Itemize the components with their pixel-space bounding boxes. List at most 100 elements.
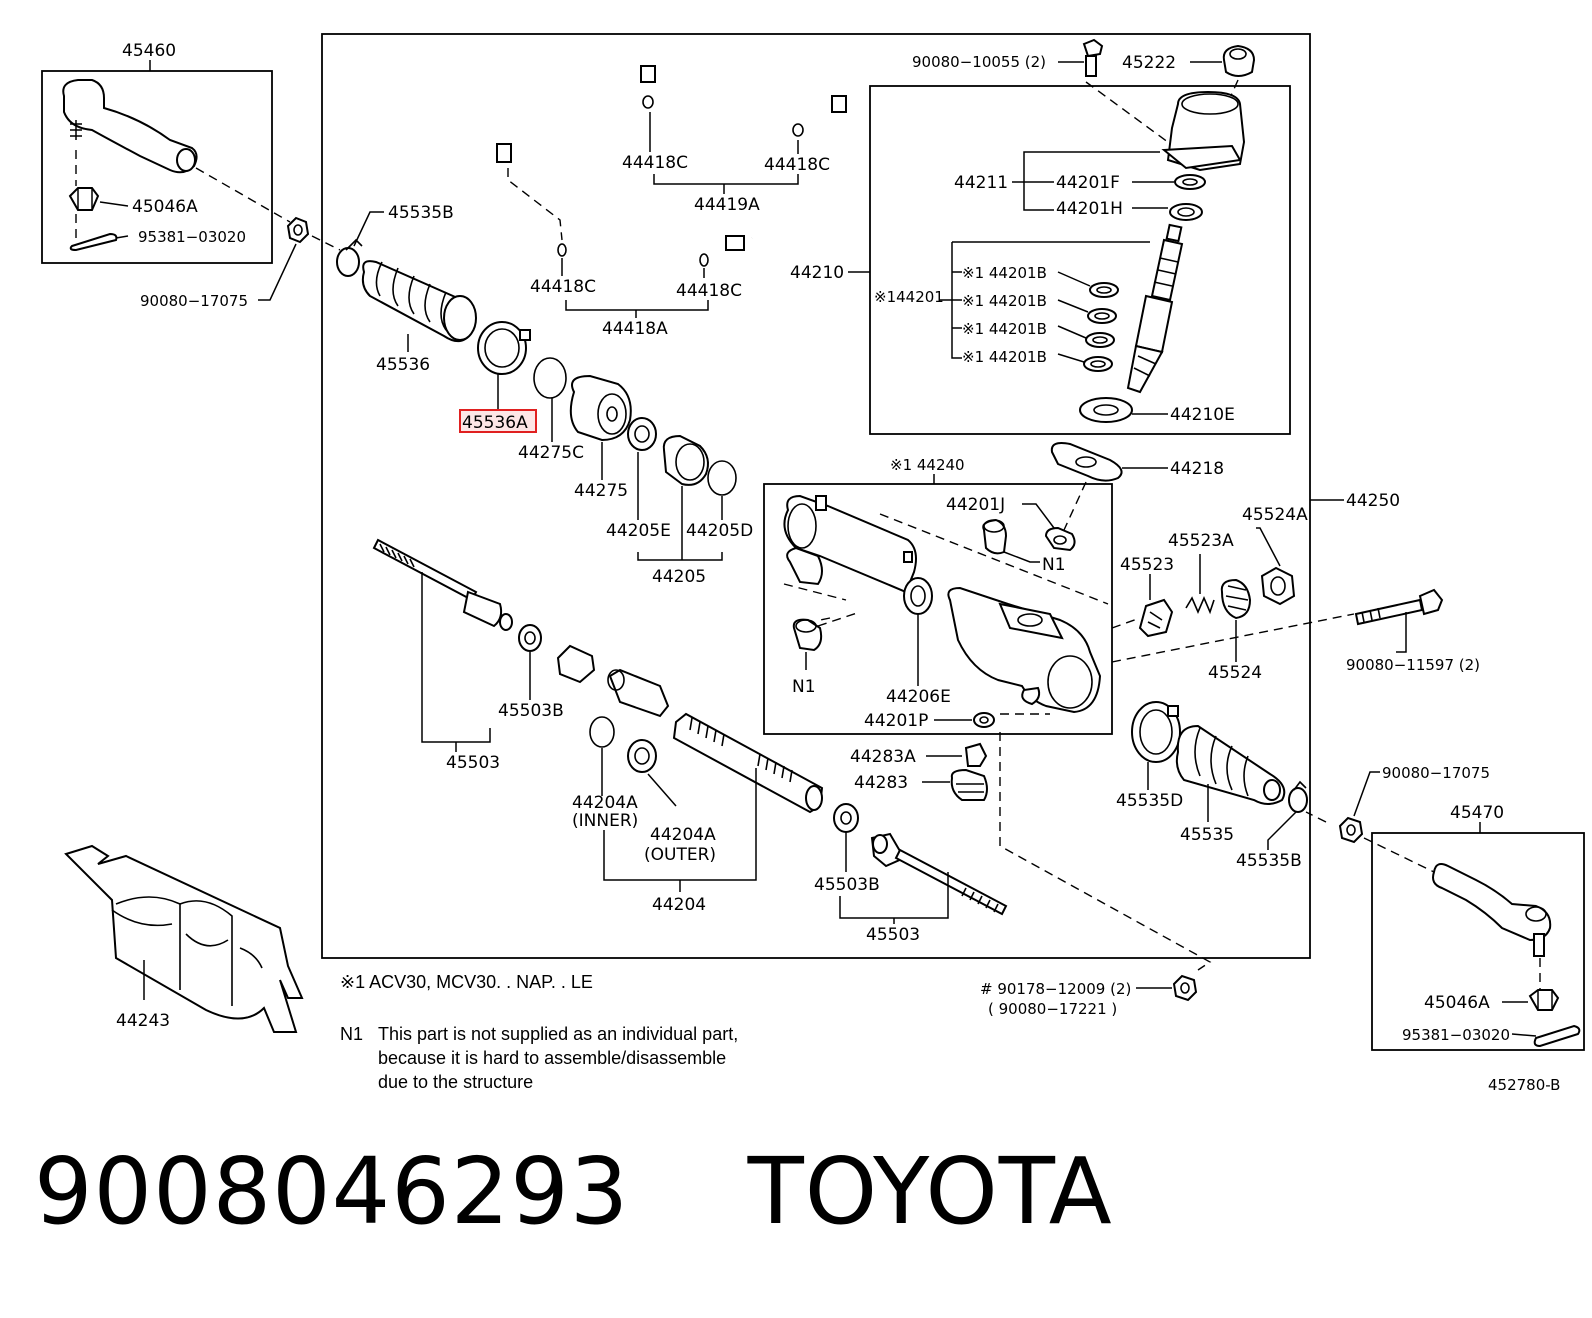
label-44283: 44283 — [854, 773, 908, 793]
adjust-plug-44283 — [950, 768, 988, 801]
bushing-44205 — [662, 434, 709, 486]
seal-44206E — [903, 577, 933, 615]
label-44204A-outer: 44204A — [650, 825, 716, 845]
rack-housing-box — [763, 483, 1113, 735]
bolt-90080-10055 — [1082, 38, 1104, 77]
cover-45222 — [1222, 44, 1256, 77]
label-45535D: 45535D — [1116, 791, 1183, 811]
label-44201B-4: ※1 44201B — [962, 348, 1047, 366]
o-ring-44205D — [707, 460, 737, 496]
right-cotter-pin — [1533, 1024, 1581, 1048]
rack-guide-44283A — [964, 742, 988, 767]
rack-housing-tube — [783, 494, 917, 594]
label-44205D: 44205D — [686, 521, 753, 541]
tie-rod-45503-left — [372, 538, 513, 631]
part-caption: 9008046293 TOYOTA — [34, 1138, 1113, 1245]
note-n1-key: N1 — [340, 1024, 363, 1044]
label-45536A: 45536A — [462, 413, 528, 433]
right-nut-90080-17075 — [1338, 816, 1364, 844]
label-44275: 44275 — [574, 481, 628, 501]
highlight-45536A — [459, 409, 537, 433]
heat-shield-44243 — [64, 844, 304, 1033]
label-45523: 45523 — [1120, 555, 1174, 575]
left-castle-nut — [68, 187, 100, 211]
label-45503B-2: 45503B — [814, 875, 880, 895]
label-44418C-4: 44418C — [676, 281, 742, 301]
plug-N1-upper — [982, 518, 1008, 555]
claw-washer-45503B-right — [833, 803, 859, 833]
locknut-45524A — [1260, 566, 1296, 606]
label-45503-1: 45503 — [446, 753, 500, 773]
rack-end-stopper — [556, 644, 596, 684]
note-mark1: ※1 ACV30, MCV30. . NAP. . LE — [340, 972, 593, 992]
label-44204A-outer-note: (OUTER) — [644, 845, 716, 865]
label-45503-2: 45503 — [866, 925, 920, 945]
label-90080-17221: ( 90080−17221 ) — [988, 1000, 1117, 1018]
label-90080-17075-right: 90080−17075 — [1382, 764, 1490, 782]
label-N1-lower: N1 — [792, 677, 816, 697]
left-nut-90080-17075 — [286, 216, 310, 244]
label-44201B-1: ※1 44201B — [962, 264, 1047, 282]
label-44205: 44205 — [652, 567, 706, 587]
label-90080-11597: 90080−11597 (2) — [1346, 656, 1480, 674]
label-45503B-1: 45503B — [498, 701, 564, 721]
right-tie-rod-end-box — [1371, 832, 1585, 1051]
rack-end-piece — [607, 668, 670, 718]
right-castle-nut — [1528, 989, 1560, 1011]
left-cotter-pin — [69, 232, 118, 252]
plug-N1-lower — [792, 618, 823, 652]
label-44201B-3: ※1 44201B — [962, 320, 1047, 338]
right-tie-rod-end-part — [1432, 863, 1552, 957]
adjust-screw-45524 — [1220, 578, 1252, 620]
spring-45523A — [1185, 595, 1215, 615]
left-boot-clamp-45535B — [336, 238, 363, 277]
label-44204A-inner: 44204A — [572, 793, 638, 813]
label-44419A: 44419A — [694, 195, 760, 215]
pressure-tube-44418A — [496, 130, 753, 251]
label-95381-left: 95381−03020 — [138, 228, 246, 246]
seal-44201H — [1169, 203, 1203, 221]
left-tie-rod-end-part — [62, 79, 198, 174]
part-number: 9008046293 — [34, 1138, 630, 1245]
label-44204: 44204 — [652, 895, 706, 915]
bushing-44201P — [973, 712, 995, 728]
label-45524A: 45524A — [1242, 505, 1308, 525]
label-90080-10055: 90080−10055 (2) — [912, 53, 1046, 71]
valve-housing — [1161, 90, 1246, 172]
right-boot-45535 — [1175, 724, 1286, 805]
label-90178-12009: # 90178−12009 (2) — [980, 980, 1131, 998]
label-44275C: 44275C — [518, 443, 584, 463]
label-N1-upper: N1 — [1042, 555, 1066, 575]
brand-name: TOYOTA — [747, 1138, 1113, 1245]
oil-seal-44205E — [627, 417, 657, 451]
label-44201F: 44201F — [1056, 173, 1120, 193]
label-44201P: 44201P — [864, 711, 928, 731]
label-44418C-1: 44418C — [622, 153, 688, 173]
diagram-ref-number: 452780-B — [1488, 1076, 1560, 1094]
label-45046A-left: 45046A — [132, 197, 198, 217]
label-45535B-bottom: 45535B — [1236, 851, 1302, 871]
label-44204A-inner-note: (INNER) — [572, 811, 638, 831]
pressure-tube-44419A — [640, 54, 847, 118]
label-44206E: 44206E — [886, 687, 951, 707]
left-boot-45536 — [361, 260, 477, 343]
label-45222: 45222 — [1122, 53, 1176, 73]
note-n1-line2: because it is hard to assemble/disassemb… — [378, 1048, 726, 1068]
o-ring-44204A-inner — [589, 716, 615, 748]
seal-44201F — [1174, 174, 1206, 190]
label-44250: 44250 — [1346, 491, 1400, 511]
label-44283A: 44283A — [850, 747, 916, 767]
label-44210E: 44210E — [1170, 405, 1235, 425]
label-44201: ※144201 — [874, 288, 944, 306]
label-44218: 44218 — [1170, 459, 1224, 479]
label-45524: 45524 — [1208, 663, 1262, 683]
gear-housing — [947, 586, 1102, 714]
bushing-44201J — [1044, 526, 1076, 552]
rack-bushing-44275 — [569, 374, 632, 442]
boot-clamp-45535B-right — [1288, 780, 1308, 813]
snap-ring-44275C — [533, 357, 567, 399]
tie-rod-45503-right — [870, 832, 1008, 916]
steering-rack-44204 — [672, 712, 824, 814]
note-n1-line3: due to the structure — [378, 1072, 533, 1092]
